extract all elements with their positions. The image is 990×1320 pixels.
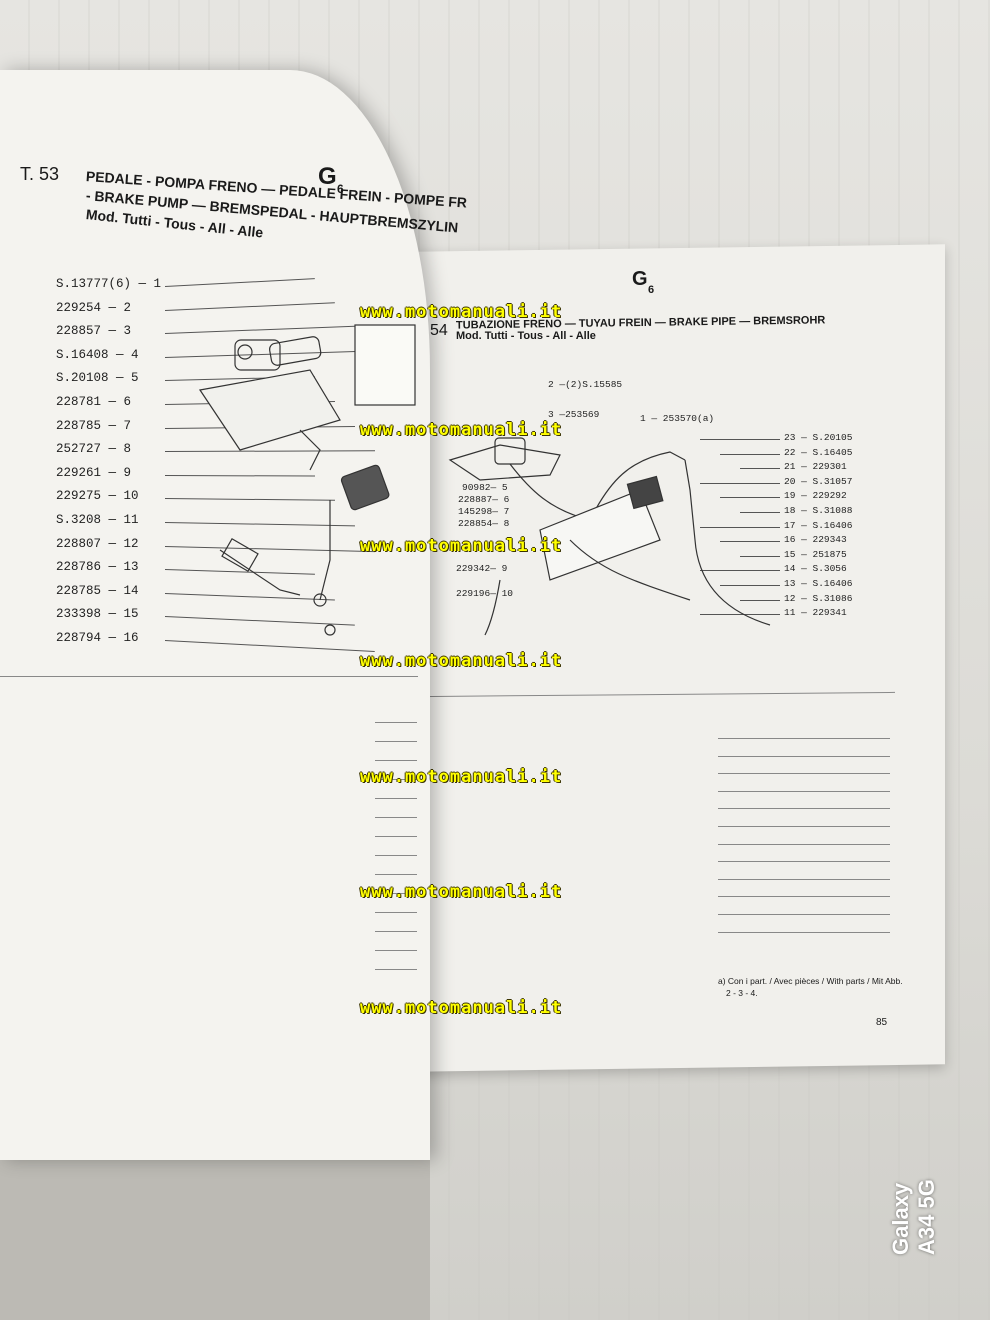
part-label: 11 — 229341: [784, 607, 847, 619]
note-line: [375, 969, 417, 970]
left-page: [0, 70, 430, 1160]
note-line: [718, 738, 890, 739]
right-footnote-2: 2 - 3 - 4.: [726, 988, 758, 998]
leader-line: [700, 482, 780, 484]
part-label: 17 — S.16406: [784, 519, 853, 531]
part-label: 229254 — 2: [56, 300, 132, 315]
callout-label: 228854— 8: [458, 518, 510, 529]
watermark: www.motomanuali.it: [360, 998, 563, 1018]
part-label: S.20108 — 5: [56, 371, 139, 386]
note-line: [718, 790, 890, 792]
note-line: [375, 779, 417, 780]
part-label: 21 — 229301: [784, 461, 847, 473]
note-line: [375, 931, 417, 932]
callout-label: 90982— 5: [462, 482, 508, 493]
note-line: [718, 878, 890, 880]
leader-line: [720, 453, 780, 455]
part-label: 233398 — 15: [56, 607, 139, 622]
right-footnote-1: a) Con i part. / Avec pièces / With part…: [718, 976, 903, 986]
note-line: [375, 760, 417, 761]
note-line: [375, 874, 417, 875]
note-line: [718, 896, 890, 898]
part-label: 229261 — 9: [56, 465, 132, 480]
note-line: [718, 826, 890, 827]
part-label: 228781 — 6: [56, 395, 132, 409]
callout-label: 229342— 9: [456, 563, 508, 574]
callout-label: 229196— 10: [456, 588, 514, 599]
leader-line: [700, 439, 780, 440]
part-label: 228857 — 3: [56, 324, 132, 339]
note-line: [375, 950, 417, 951]
part-label: S.13777(6) — 1: [56, 277, 162, 291]
note-line: [718, 773, 890, 775]
part-label: 15 — 251875: [784, 548, 847, 560]
note-line: [718, 755, 890, 757]
leader-line: [720, 541, 780, 543]
part-label: S.3208 — 11: [56, 513, 139, 527]
leader-line: [740, 599, 780, 601]
watermark: www.motomanuali.it: [360, 536, 563, 556]
leader-line: [740, 555, 780, 557]
note-line: [718, 931, 890, 933]
note-line: [375, 817, 417, 818]
part-label: 228786 — 13: [56, 560, 139, 575]
part-label: S.16408 — 4: [56, 347, 139, 362]
left-divider: [0, 676, 418, 677]
leader-line: [740, 468, 780, 470]
watermark: www.motomanuali.it: [360, 767, 563, 787]
part-label: 228807 — 12: [56, 536, 139, 551]
note-line: [718, 808, 890, 810]
left-table-number: T. 53: [20, 164, 60, 184]
part-label: 252727 — 8: [56, 442, 132, 457]
watermark: www.motomanuali.it: [360, 651, 563, 671]
note-line: [718, 861, 890, 863]
right-callout-group: 1 — 253570(a): [640, 413, 715, 424]
left-group-letter: G: [318, 163, 337, 190]
part-label: 20 — S.31057: [784, 475, 853, 487]
part-label: 229275 — 10: [56, 489, 139, 504]
leader-line: [720, 497, 780, 499]
brake-pipe-diagram: [448, 437, 771, 636]
watermark: www.motomanuali.it: [360, 420, 563, 440]
note-line: [375, 893, 417, 894]
part-label: 16 — 229343: [784, 534, 847, 546]
part-label: 14 — S.3056: [784, 563, 847, 575]
note-line: [375, 912, 417, 913]
leader-line: [700, 526, 780, 528]
note-line: [375, 836, 417, 837]
part-label: 13 — S.16406: [784, 578, 853, 589]
callout-label: 2 —(2)S.15585: [548, 379, 623, 390]
leader-line: [740, 512, 780, 513]
part-label: 18 — S.31088: [784, 505, 853, 516]
leader-line: [700, 570, 780, 572]
watermark: www.motomanuali.it: [360, 882, 563, 902]
part-label: 12 — S.31086: [784, 592, 853, 604]
note-line: [718, 843, 890, 845]
brake-pedal-diagram: [198, 324, 416, 636]
note-line: [375, 741, 417, 742]
callout-label: 228887— 6: [458, 494, 510, 505]
part-label: 228794 — 16: [56, 631, 139, 645]
left-group-sub: 6: [337, 182, 344, 196]
right-group-letter: G: [632, 268, 648, 290]
part-label: 19 — 229292: [784, 490, 847, 502]
note-line: [375, 798, 417, 799]
part-label: 22 — S.16405: [784, 446, 853, 458]
callout-label: 145298— 7: [458, 506, 510, 517]
leader-line: [720, 585, 780, 586]
note-line: [718, 914, 890, 915]
part-label: 228785 — 7: [56, 418, 132, 433]
right-group-sub: 6: [648, 284, 655, 296]
part-label: 228785 — 14: [56, 583, 139, 598]
device-watermark: Galaxy A34 5G: [888, 1179, 939, 1255]
watermark: www.motomanuali.it: [360, 302, 563, 322]
leader-line: [700, 614, 780, 616]
note-line: [375, 722, 417, 723]
callout-label: 3 —253569: [548, 409, 600, 420]
right-folio: 85: [876, 1017, 888, 1028]
right-page-number: 54: [430, 322, 448, 339]
note-line: [375, 855, 417, 856]
part-label: 23 — S.20105: [784, 432, 853, 443]
right-title-line2: Mod. Tutti - Tous - All - Alle: [456, 330, 596, 342]
